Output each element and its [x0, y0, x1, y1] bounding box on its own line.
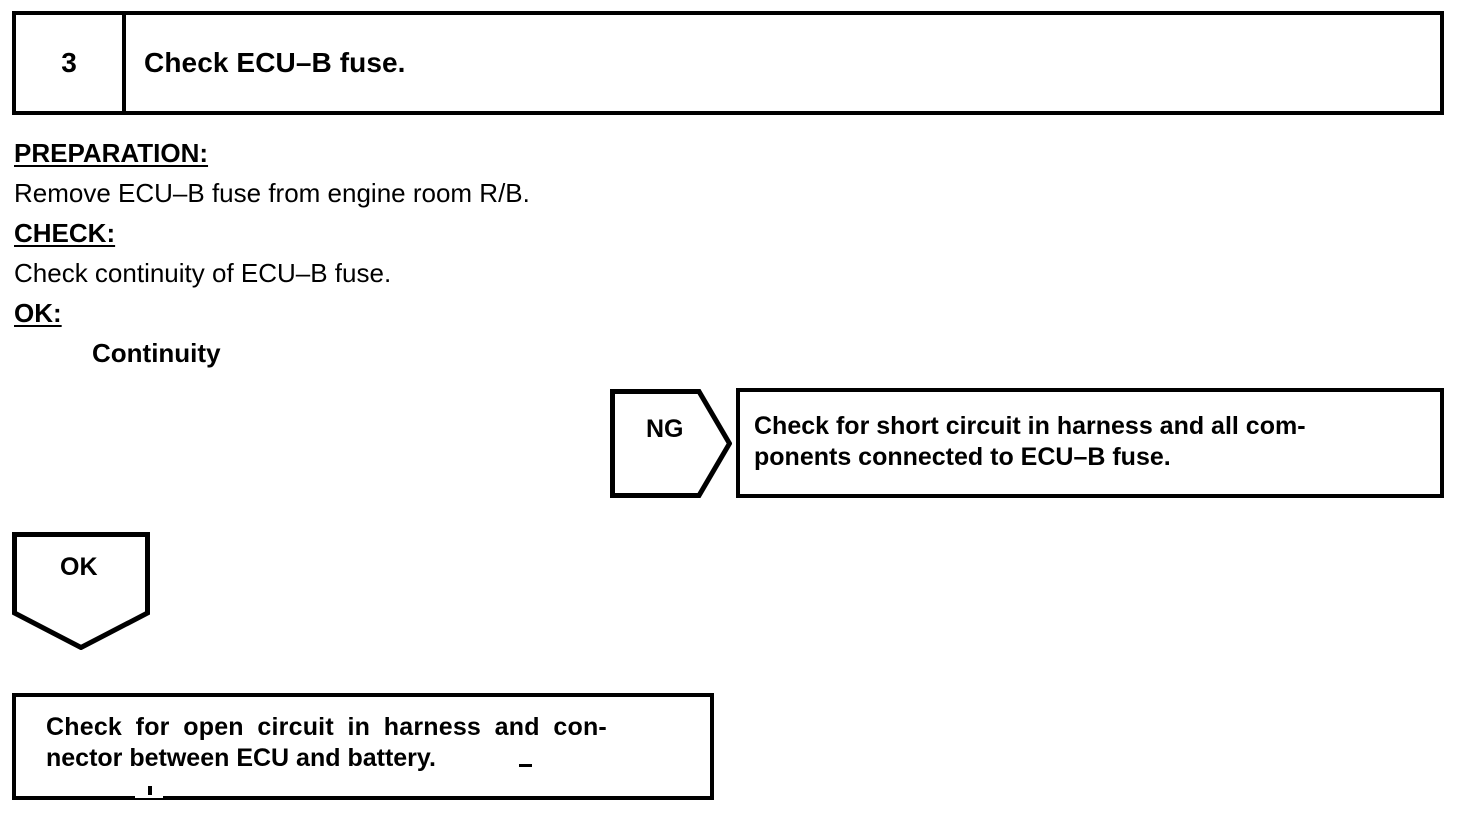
- ng-result-box: Check for short circuit in harness and a…: [736, 388, 1444, 498]
- ng-result-line-1: Check for short circuit in harness and a…: [754, 412, 1306, 440]
- ok-arrow-icon: [12, 532, 150, 650]
- ok-label: OK:: [14, 298, 62, 328]
- check-text: Check continuity of ECU–B fuse.: [14, 258, 392, 288]
- open-circuit-result-box: Check for open circuit in harness and co…: [12, 693, 714, 800]
- preparation-text: Remove ECU–B fuse from engine room R/B.: [14, 178, 530, 208]
- ok-arrow-label: OK: [60, 553, 98, 581]
- procedure-body: PREPARATION: Remove ECU–B fuse from engi…: [14, 133, 914, 373]
- ok-result-text: Continuity: [92, 338, 221, 368]
- scan-artifact-border-gap: [135, 793, 163, 798]
- scan-artifact-tick: [148, 786, 152, 795]
- open-result-line-1: Check for open circuit in harness and co…: [46, 713, 607, 741]
- ng-arrow-shape: NG: [610, 389, 732, 498]
- step-number-cell: 3: [16, 15, 126, 111]
- ng-arrow-icon: [610, 389, 732, 498]
- step-header-table: 3 Check ECU–B fuse.: [12, 11, 1444, 115]
- ng-result-line-2: ponents connected to ECU–B fuse.: [754, 443, 1171, 471]
- check-label: CHECK:: [14, 218, 116, 248]
- scan-artifact-dash: [519, 764, 532, 767]
- preparation-label: PREPARATION:: [14, 138, 209, 168]
- ok-arrow-shape: OK: [12, 532, 150, 650]
- step-title-cell: Check ECU–B fuse.: [126, 15, 1440, 111]
- step-title: Check ECU–B fuse.: [144, 47, 406, 78]
- open-result-line-2: nector between ECU and battery.: [46, 744, 436, 772]
- step-number: 3: [61, 47, 77, 78]
- ng-arrow-label: NG: [646, 415, 684, 443]
